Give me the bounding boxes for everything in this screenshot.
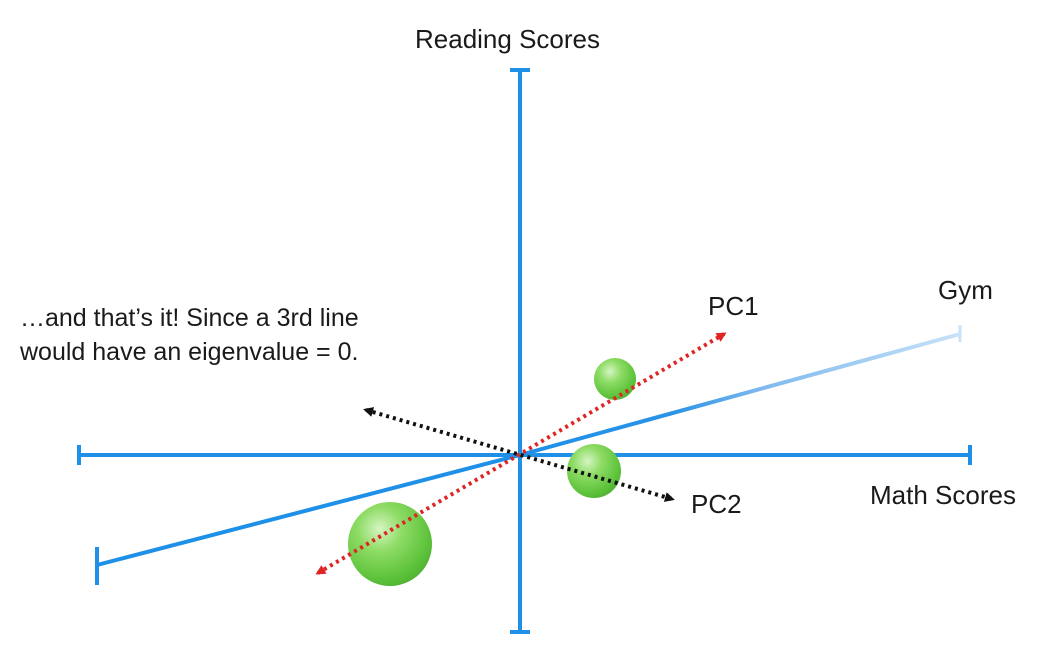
data-point-small bbox=[594, 358, 636, 400]
math-axis-label: Math Scores bbox=[870, 480, 1016, 510]
pc1-vector bbox=[315, 332, 727, 575]
note-line-2: would have an eigenvalue = 0. bbox=[20, 338, 359, 366]
data-point-large bbox=[348, 502, 432, 586]
pc1-label: PC1 bbox=[708, 291, 759, 321]
gym-axis-label: Gym bbox=[938, 275, 993, 305]
reading-axis-label: Reading Scores bbox=[415, 24, 600, 54]
pc2-label: PC2 bbox=[691, 489, 742, 519]
note-line-1: …and that’s it! Since a 3rd line bbox=[20, 304, 359, 332]
explanation-note: …and that’s it! Since a 3rd line would h… bbox=[20, 301, 359, 369]
reading-axis bbox=[510, 68, 530, 634]
